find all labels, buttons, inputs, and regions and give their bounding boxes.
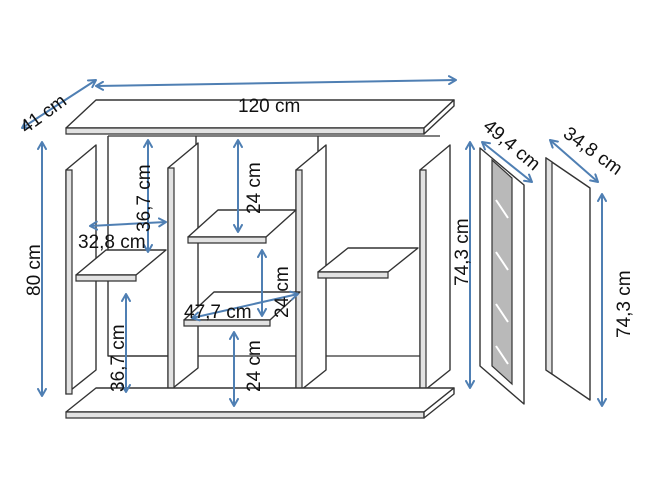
divider-panel-2 (295, 144, 327, 395)
divider-panel-1 (167, 142, 199, 393)
door-left (479, 147, 525, 405)
label-top-width: 120 cm (238, 96, 300, 117)
shelf-middle-top (187, 209, 297, 244)
door-right (545, 156, 591, 401)
side-panel-left (65, 144, 97, 395)
shelf-right (317, 247, 419, 279)
label-total-height: 80 cm (24, 244, 45, 296)
shelf-left (75, 249, 167, 282)
label-shelf-spacing-middle: 24 cm (272, 266, 293, 318)
label-door-height-right: 74,3 cm (614, 270, 635, 338)
side-panel-right (419, 144, 451, 395)
label-inner-height: 74,3 cm (452, 218, 473, 286)
label-shelf-height-upper-left: 36,7 cm (134, 164, 155, 232)
bottom-board (65, 387, 455, 419)
label-shelf-spacing-bottom: 24 cm (244, 340, 265, 392)
label-shelf-width-middle: 47,7 cm (184, 302, 252, 323)
dimension-arrows (21, 75, 607, 407)
label-top-depth: 41 cm (17, 91, 71, 138)
label-shelf-height-lower-left: 36,7 cm (108, 324, 129, 392)
top-board (65, 99, 455, 135)
label-door-width-right: 34,8 cm (559, 123, 626, 180)
label-shelf-spacing-top: 24 cm (244, 162, 265, 214)
carcass-back-frame (107, 135, 440, 357)
label-shelf-width-left: 32,8 cm (78, 232, 146, 253)
